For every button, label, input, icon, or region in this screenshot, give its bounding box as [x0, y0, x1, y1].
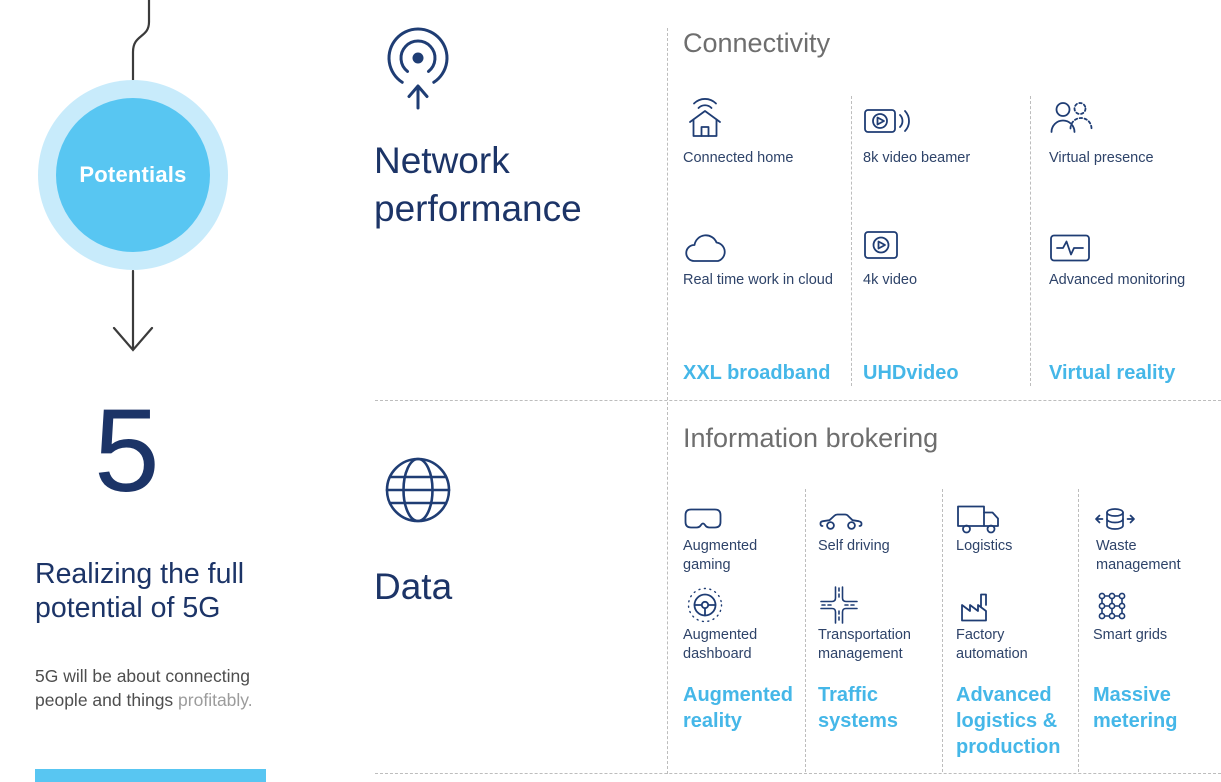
category-network-performance: Network performance [374, 140, 582, 230]
item-label: Smart grids [1093, 627, 1168, 643]
item-label: 8k video beamer [863, 150, 971, 166]
item-label: Virtual presence [1049, 150, 1154, 166]
section-title-connectivity: Connectivity [683, 28, 831, 58]
item-label: Real time work in cloud [683, 272, 833, 288]
connected-home-icon [689, 98, 721, 137]
headline: Realizing the full potential of 5G [35, 558, 245, 625]
intersection-icon [820, 586, 858, 624]
potentials-label: Potentials [79, 162, 187, 187]
category-data: Data [374, 566, 453, 607]
item-label: Factory automation [956, 627, 1028, 662]
intro-copy-light: profitably. [178, 690, 253, 711]
vr-headset-icon [684, 508, 722, 529]
section-title-information-brokering: Information brokering [683, 423, 939, 453]
item-label: Transportation management [818, 627, 911, 662]
benefit-label: Virtual reality [1049, 362, 1176, 384]
divider-connectivity-2 [1030, 96, 1031, 386]
car-icon [819, 513, 863, 530]
item-label: Logistics [956, 538, 1013, 554]
divider-horizontal-mid [375, 400, 1221, 401]
divider-vertical-main [667, 28, 668, 774]
big-number: 5 [94, 385, 160, 517]
flow-arrow [112, 0, 154, 352]
intro-copy-main: 5G will be about connecting people and t… [35, 666, 250, 711]
divider-horizontal-bottom [375, 773, 1221, 774]
video-4k-icon [864, 231, 898, 259]
benefit-label: XXL broadband [683, 362, 831, 384]
benefit-label: UHDvideo [863, 362, 959, 384]
smart-grid-icon [1098, 592, 1126, 620]
accent-bar [35, 769, 266, 782]
divider-brokering-1 [805, 489, 806, 772]
item-label: Waste management [1096, 538, 1181, 573]
truck-icon [957, 505, 999, 534]
broadcast-antenna-icon [387, 27, 449, 110]
waste-container-icon [1095, 508, 1135, 530]
cloud-icon [685, 234, 726, 262]
video-beamer-icon [864, 109, 910, 133]
divider-brokering-2 [942, 489, 943, 772]
item-label: Connected home [683, 150, 794, 166]
item-label: Augmented gaming [683, 538, 758, 573]
potentials-bubble: Potentials [56, 98, 210, 252]
item-label: Augmented dashboard [683, 627, 758, 662]
benefit-label: Augmented reality [683, 684, 793, 732]
benefit-label: Advanced logistics & production [956, 684, 1061, 758]
virtual-presence-icon [1050, 102, 1093, 133]
divider-connectivity-1 [851, 96, 852, 386]
divider-brokering-3 [1078, 489, 1079, 772]
globe-icon [385, 457, 451, 523]
benefit-label: Massive metering [1093, 684, 1178, 732]
steering-wheel-icon [687, 587, 723, 623]
intro-copy: 5G will be about connecting people and t… [35, 664, 293, 712]
factory-icon [961, 593, 987, 622]
benefit-label: Traffic systems [818, 684, 899, 732]
item-label: Advanced monitoring [1049, 272, 1186, 288]
item-label: 4k video [863, 272, 918, 288]
monitoring-icon [1050, 234, 1090, 262]
item-label: Self driving [818, 538, 890, 554]
